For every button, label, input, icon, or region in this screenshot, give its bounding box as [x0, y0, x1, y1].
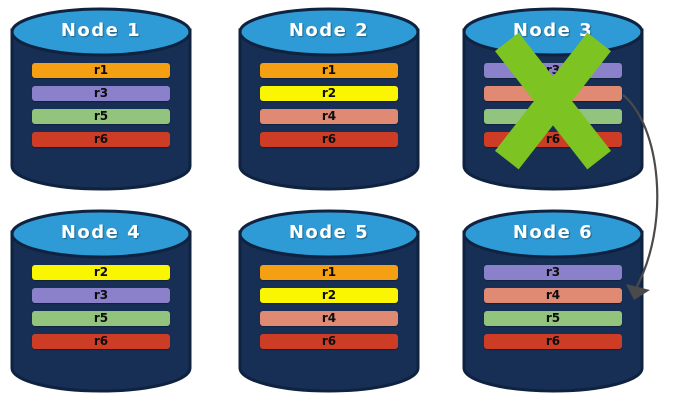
cylinder-top-disc	[10, 209, 192, 259]
record-bar[interactable]: r6	[32, 132, 170, 147]
record-bar[interactable]: r5	[32, 311, 170, 326]
record-bar[interactable]: r4	[484, 288, 622, 303]
record-bar[interactable]: r3	[32, 86, 170, 101]
record-label: r6	[545, 334, 561, 348]
record-bar[interactable]: r3	[484, 265, 622, 280]
record-bar[interactable]: r2	[260, 86, 398, 101]
record-label: r2	[321, 86, 337, 100]
record-label: r3	[545, 265, 561, 279]
record-label: r6	[321, 334, 337, 348]
record-bar[interactable]: r4	[484, 86, 622, 101]
record-list-4: r2 r3 r5 r6	[32, 265, 170, 357]
record-label: r3	[93, 288, 109, 302]
record-bar[interactable]: r3	[32, 288, 170, 303]
cylinder-top-disc	[10, 7, 192, 57]
record-label: r3	[545, 63, 561, 77]
record-label: r5	[545, 109, 561, 123]
record-label: r2	[93, 265, 109, 279]
record-label: r1	[321, 265, 337, 279]
cylinder-top-disc	[238, 7, 420, 57]
record-label: r4	[321, 109, 337, 123]
record-bar[interactable]: r1	[32, 63, 170, 78]
record-list-3: r3 r4 r5 r6	[484, 63, 622, 155]
record-bar[interactable]: r6	[484, 334, 622, 349]
record-bar[interactable]: r5	[32, 109, 170, 124]
record-list-5: r1 r2 r4 r6	[260, 265, 398, 357]
record-label: r4	[321, 311, 337, 325]
record-bar[interactable]: r2	[260, 288, 398, 303]
record-label: r3	[93, 86, 109, 100]
record-bar[interactable]: r1	[260, 265, 398, 280]
record-bar[interactable]: r6	[260, 132, 398, 147]
record-label: r6	[545, 132, 561, 146]
record-label: r4	[545, 86, 561, 100]
record-bar[interactable]: r4	[260, 109, 398, 124]
record-bar[interactable]: r5	[484, 109, 622, 124]
record-bar[interactable]: r4	[260, 311, 398, 326]
record-list-6: r3 r4 r5 r6	[484, 265, 622, 357]
record-list-2: r1 r2 r4 r6	[260, 63, 398, 155]
record-label: r1	[321, 63, 337, 77]
record-label: r5	[93, 311, 109, 325]
cylinder-top-disc	[462, 209, 644, 259]
cylinder-top-disc	[238, 209, 420, 259]
record-label: r6	[93, 334, 109, 348]
record-label: r5	[93, 109, 109, 123]
record-bar[interactable]: r2	[32, 265, 170, 280]
record-label: r6	[93, 132, 109, 146]
record-bar[interactable]: r6	[484, 132, 622, 147]
record-label: r4	[545, 288, 561, 302]
record-label: r1	[93, 63, 109, 77]
record-bar[interactable]: r5	[484, 311, 622, 326]
record-label: r5	[545, 311, 561, 325]
record-bar[interactable]: r6	[260, 334, 398, 349]
record-bar[interactable]: r6	[32, 334, 170, 349]
cylinder-top-disc	[462, 7, 644, 57]
record-label: r2	[321, 288, 337, 302]
record-list-1: r1 r3 r5 r6	[32, 63, 170, 155]
record-bar[interactable]: r1	[260, 63, 398, 78]
record-label: r6	[321, 132, 337, 146]
record-bar[interactable]: r3	[484, 63, 622, 78]
